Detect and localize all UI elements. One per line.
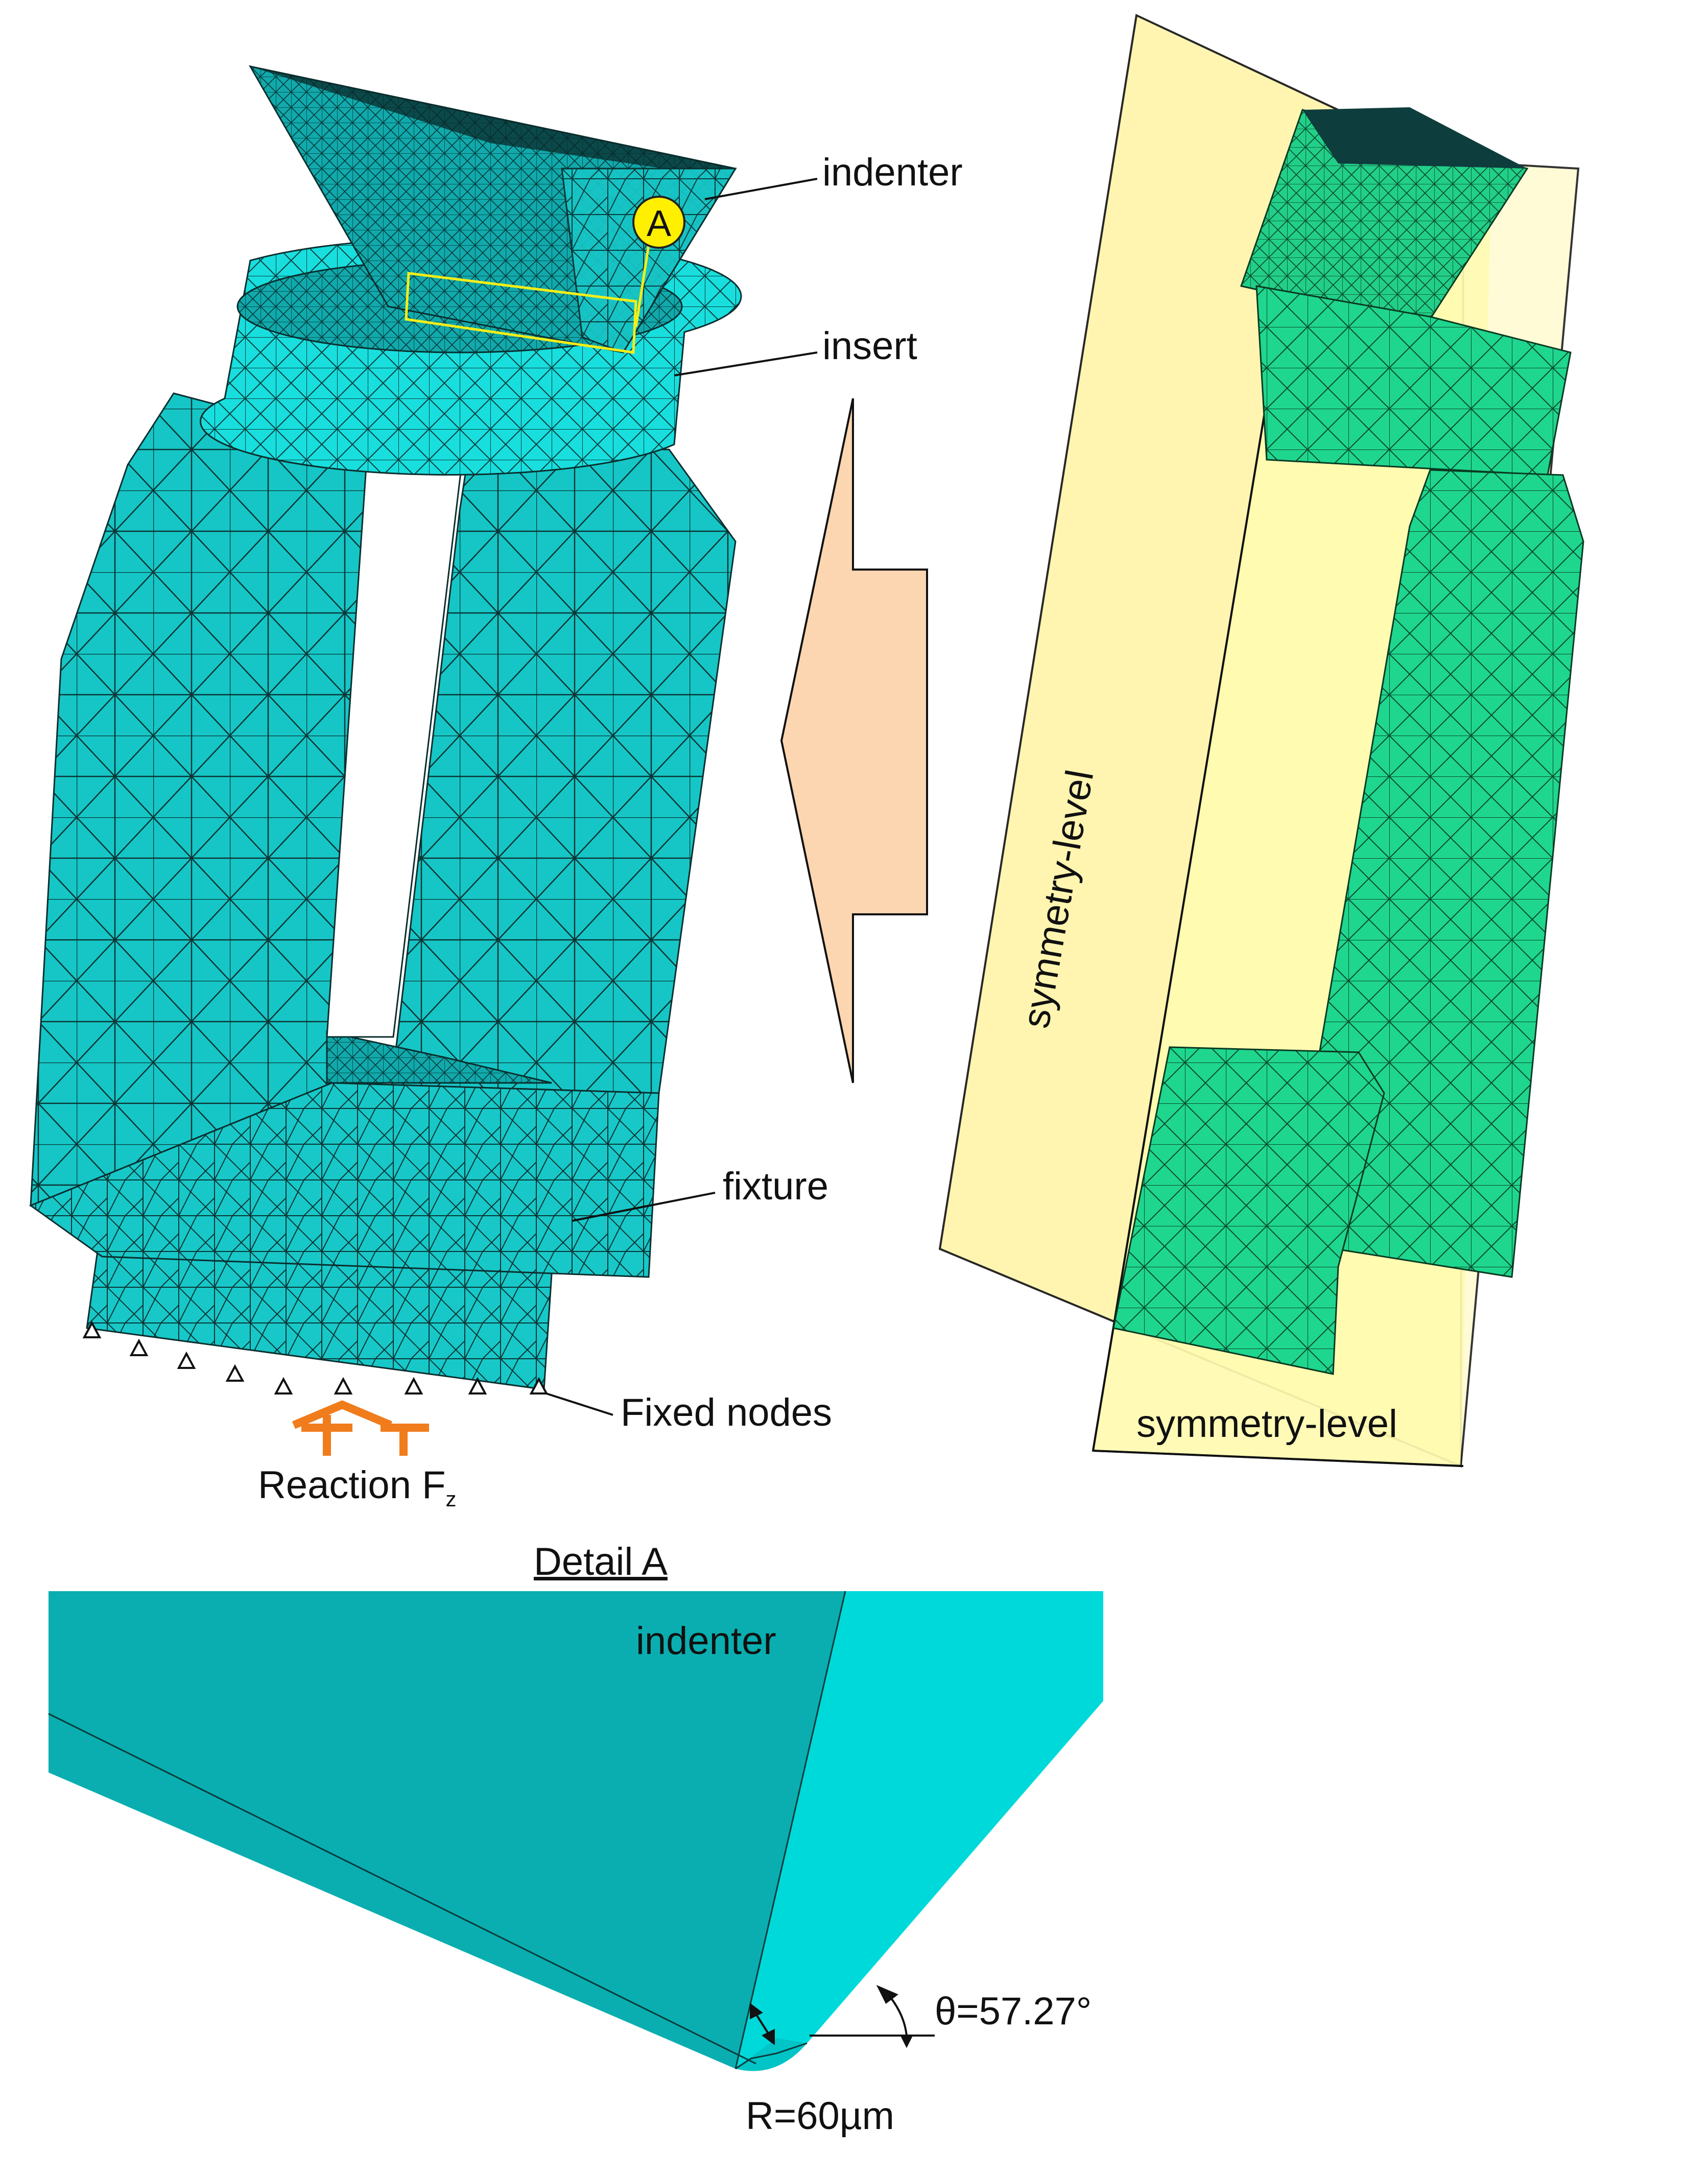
theta-label: θ=57.27°	[935, 1990, 1092, 2033]
left-pointing-arrow-icon	[780, 398, 928, 1083]
triangle-support-icon	[82, 1320, 102, 1338]
triangle-support-icon	[225, 1364, 245, 1382]
reaction-force-label: Reaction Fz	[258, 1466, 457, 1510]
symmetry-level-bottom-label: symmetry-level	[1136, 1402, 1397, 1446]
triangle-support-icon	[129, 1338, 149, 1356]
fixture-label: fixture	[723, 1165, 828, 1208]
fixture-body	[29, 392, 737, 1278]
detail-a-title: Detail A	[534, 1540, 668, 1583]
fixed-nodes-label: Fixed nodes	[621, 1391, 833, 1434]
reaction-force-main: Reaction F	[258, 1463, 446, 1507]
triangle-support-icon	[404, 1377, 423, 1394]
detail-a-letter: A	[647, 203, 671, 244]
radius-label: R=60µm	[746, 2094, 894, 2138]
reaction-force-subscript: z	[445, 1487, 457, 1511]
fixed-node-supports	[82, 1320, 549, 1394]
reaction-force-arrow-icon	[292, 1400, 429, 1456]
triangle-support-icon	[529, 1377, 549, 1394]
radius-dimension	[750, 2003, 775, 2045]
detail-indenter-label: indenter	[636, 1619, 776, 1663]
leader-lines	[541, 178, 818, 1416]
triangle-support-icon	[334, 1377, 353, 1394]
angle-dimension	[810, 1985, 935, 2048]
triangle-support-icon	[468, 1377, 487, 1394]
indenter-body	[249, 65, 737, 353]
detail-a-marker	[405, 196, 685, 354]
half-model-green	[1112, 107, 1584, 1375]
insert-label: insert	[822, 324, 917, 368]
indenter-label: indenter	[822, 151, 963, 194]
detail-a-view	[48, 1591, 1103, 2071]
triangle-support-icon	[274, 1377, 293, 1394]
triangle-support-icon	[177, 1351, 196, 1369]
